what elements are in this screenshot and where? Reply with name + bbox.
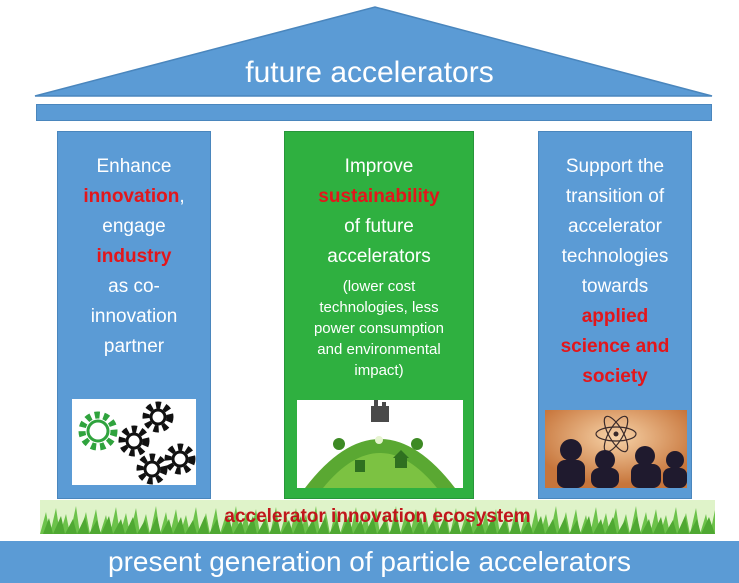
pillar-right-line-5: towards bbox=[581, 276, 649, 297]
gears-icon bbox=[72, 399, 196, 485]
pillar-mid-line-1: Improve bbox=[344, 156, 414, 177]
pillar-left-line-5: as co- bbox=[108, 276, 160, 297]
pillar-left-line-2: innovation, bbox=[83, 186, 185, 207]
pillar-mid-line-3: of future bbox=[344, 216, 414, 237]
green-city-globe-icon bbox=[297, 400, 463, 488]
roof-beam bbox=[36, 104, 712, 121]
roof-title: future accelerators bbox=[245, 56, 494, 89]
subtext-line-2: technologies, less bbox=[319, 299, 439, 316]
pillar-left-line-6: innovation bbox=[90, 306, 178, 327]
ecosystem-label: accelerator innovation ecosystem bbox=[224, 506, 531, 527]
pillar-mid-subtext: (lower cost technologies, less power con… bbox=[285, 276, 473, 381]
pillar-innovation: Enhance innovation, engage industry as c… bbox=[57, 131, 211, 499]
base-label: present generation of particle accelerat… bbox=[108, 546, 631, 577]
pillar-right-line-4: technologies bbox=[561, 246, 669, 267]
highlight-applied: applied bbox=[581, 306, 649, 327]
pillar-right-line-1: Support the bbox=[565, 156, 665, 177]
pillar-sustainability: Improve sustainability of future acceler… bbox=[284, 131, 474, 499]
pillar-right-line-2: transition of bbox=[565, 186, 665, 207]
pillar-right-line-3: accelerator bbox=[568, 216, 662, 237]
pillar-applied-science: Support the transition of accelerator te… bbox=[538, 131, 692, 499]
pillar-left-line-7: partner bbox=[103, 336, 165, 357]
pillar-left-line-1: Enhance bbox=[96, 156, 172, 177]
highlight-innovation: innovation bbox=[83, 186, 180, 207]
subtext-line-3: power consumption bbox=[313, 320, 445, 337]
highlight-science-and: science and bbox=[560, 336, 670, 357]
highlight-society: society bbox=[582, 366, 648, 387]
atom-silhouettes-icon bbox=[545, 410, 687, 488]
subtext-line-1: (lower cost bbox=[342, 278, 416, 295]
grass-icon bbox=[40, 500, 715, 534]
subtext-line-4: and environmental bbox=[317, 341, 441, 358]
base-foundation: present generation of particle accelerat… bbox=[0, 541, 739, 583]
highlight-sustainability: sustainability bbox=[318, 186, 440, 207]
subtext-line-5: impact) bbox=[354, 362, 404, 379]
ecosystem-band: accelerator innovation ecosystem bbox=[40, 500, 715, 534]
highlight-industry: industry bbox=[96, 246, 172, 267]
roof bbox=[34, 6, 713, 97]
pillar-left-line-3: engage bbox=[102, 216, 166, 237]
pillar-mid-line-4: accelerators bbox=[327, 246, 431, 267]
